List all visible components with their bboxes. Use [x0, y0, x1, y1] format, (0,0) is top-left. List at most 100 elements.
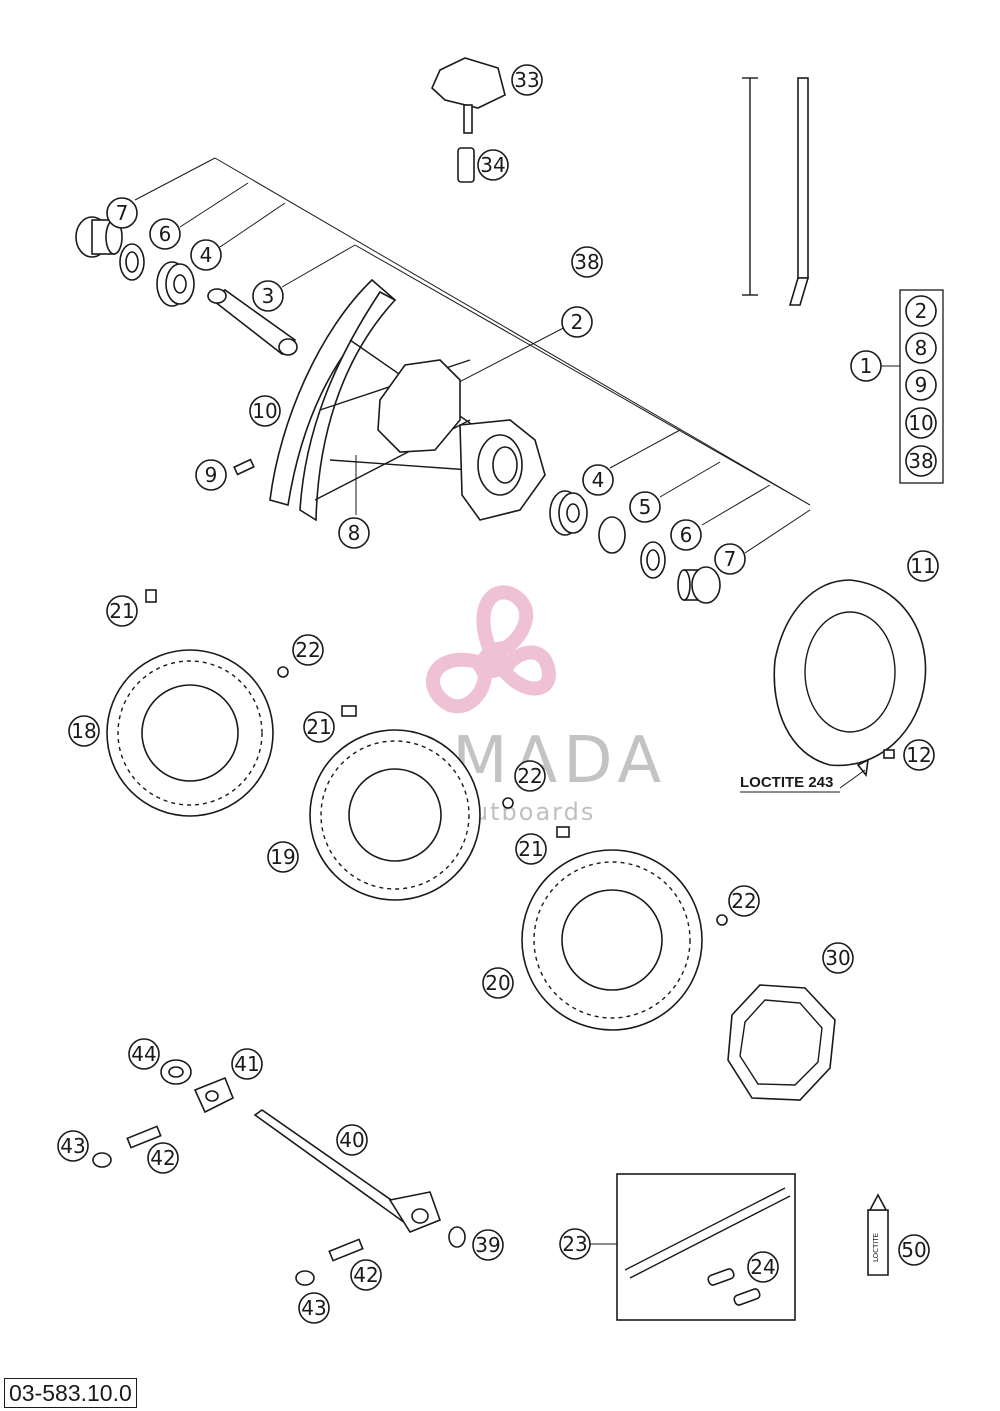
wheel-rim-assembly: [269, 278, 546, 522]
kit-group: 1 2 8 9 10 38: [850, 289, 944, 484]
callout-6-left: 6: [149, 218, 181, 250]
callout-22-c: 22: [728, 885, 760, 917]
callout-42-left: 42: [147, 1142, 179, 1174]
kit-member-8: 8: [905, 332, 937, 364]
svg-text:20: 20: [485, 971, 510, 995]
part-30-gasket: [727, 984, 836, 1101]
callout-21-c: 21: [515, 833, 547, 865]
part-50-loctite-tube: [867, 1193, 889, 1276]
callout-22-b: 22: [514, 760, 546, 792]
svg-text:9: 9: [915, 373, 928, 397]
callout-11: 11: [907, 550, 939, 582]
callout-44: 44: [128, 1038, 160, 1070]
svg-text:19: 19: [270, 845, 295, 869]
part-43-nut-right: [295, 1270, 315, 1286]
part-34-sleeve: [457, 147, 475, 183]
callout-23: 23: [559, 1228, 591, 1260]
svg-text:39: 39: [475, 1233, 500, 1257]
part-42-screw-right: [328, 1238, 364, 1262]
callout-3: 3: [252, 280, 284, 312]
svg-text:24: 24: [750, 1255, 775, 1279]
part-33-spacer: [431, 57, 506, 134]
part-7-spacer-right: [677, 566, 721, 604]
part-11-brake-disc: [773, 579, 927, 767]
part-6-seal-right: [640, 541, 666, 579]
svg-text:22: 22: [731, 889, 756, 913]
callout-8: 8: [338, 517, 370, 549]
callout-7-right: 7: [714, 543, 746, 575]
svg-text:44: 44: [131, 1042, 156, 1066]
svg-text:1: 1: [860, 354, 873, 378]
part-40-axle: [253, 1109, 442, 1233]
callout-33: 33: [511, 64, 543, 96]
svg-text:8: 8: [915, 336, 928, 360]
svg-text:42: 42: [150, 1146, 175, 1170]
kit-member-2: 2: [905, 295, 937, 327]
callout-19: 19: [267, 841, 299, 873]
callout-9: 9: [195, 459, 227, 491]
callout-24: 24: [747, 1251, 779, 1283]
part-42-screw-left: [126, 1125, 162, 1149]
svg-text:10: 10: [252, 399, 277, 423]
callout-2: 2: [561, 306, 593, 338]
callout-42-right: 42: [350, 1259, 382, 1291]
part-20-sprocket: [521, 849, 703, 1031]
svg-text:38: 38: [574, 250, 599, 274]
svg-text:40: 40: [339, 1128, 364, 1152]
propeller-logo-icon: [426, 585, 556, 714]
svg-text:21: 21: [306, 715, 331, 739]
svg-text:43: 43: [60, 1134, 85, 1158]
part-3-axle-sleeve: [207, 288, 298, 356]
svg-text:38: 38: [908, 449, 933, 473]
svg-text:10: 10: [908, 411, 933, 435]
callout-5: 5: [629, 491, 661, 523]
part-44-nut: [160, 1059, 192, 1085]
sprocket-bolts: [145, 589, 728, 926]
callout-10: 10: [249, 395, 281, 427]
callout-50: 50: [898, 1234, 930, 1266]
svg-text:18: 18: [71, 719, 96, 743]
callout-39: 39: [472, 1229, 504, 1261]
part-18-sprocket: [106, 649, 274, 817]
svg-text:7: 7: [724, 547, 737, 571]
svg-text:2: 2: [571, 310, 584, 334]
svg-text:6: 6: [159, 222, 172, 246]
svg-text:50: 50: [901, 1238, 926, 1262]
part-4-bearing-right: [549, 490, 588, 536]
part-12-bolt: [856, 749, 895, 777]
callout-21-b: 21: [303, 711, 335, 743]
part-41-adjuster: [193, 1076, 235, 1114]
svg-text:34: 34: [480, 153, 505, 177]
svg-text:43: 43: [301, 1296, 326, 1320]
svg-text:9: 9: [205, 463, 218, 487]
callout-6-right: 6: [670, 519, 702, 551]
callout-40: 40: [336, 1124, 368, 1156]
callout-12: 12: [903, 739, 935, 771]
svg-text:4: 4: [592, 468, 605, 492]
svg-text:2: 2: [915, 299, 928, 323]
loctite-label: LOCTITE 243: [740, 774, 833, 791]
callout-7-left: 7: [106, 197, 138, 229]
svg-text:30: 30: [825, 946, 850, 970]
part-24-master-link: [707, 1268, 761, 1306]
callout-20: 20: [482, 967, 514, 999]
callout-21-a: 21: [106, 595, 138, 627]
svg-text:6: 6: [680, 523, 693, 547]
kit-member-10: 10: [905, 407, 937, 439]
spoke-measure: [742, 77, 810, 306]
part-39-cap: [448, 1226, 466, 1248]
callout-38: 38: [571, 246, 603, 278]
callout-4-right: 4: [582, 464, 614, 496]
svg-text:7: 7: [116, 201, 129, 225]
part-43-nut-left: [92, 1152, 112, 1168]
svg-text:21: 21: [109, 599, 134, 623]
callout-18: 18: [68, 715, 100, 747]
part-9-valve: [233, 458, 255, 476]
part-5-circlip: [598, 516, 626, 554]
part-23-chain-box: [590, 1173, 796, 1321]
svg-text:21: 21: [518, 837, 543, 861]
svg-text:41: 41: [234, 1052, 259, 1076]
svg-text:12: 12: [906, 743, 931, 767]
svg-text:22: 22: [295, 638, 320, 662]
svg-text:23: 23: [562, 1232, 587, 1256]
